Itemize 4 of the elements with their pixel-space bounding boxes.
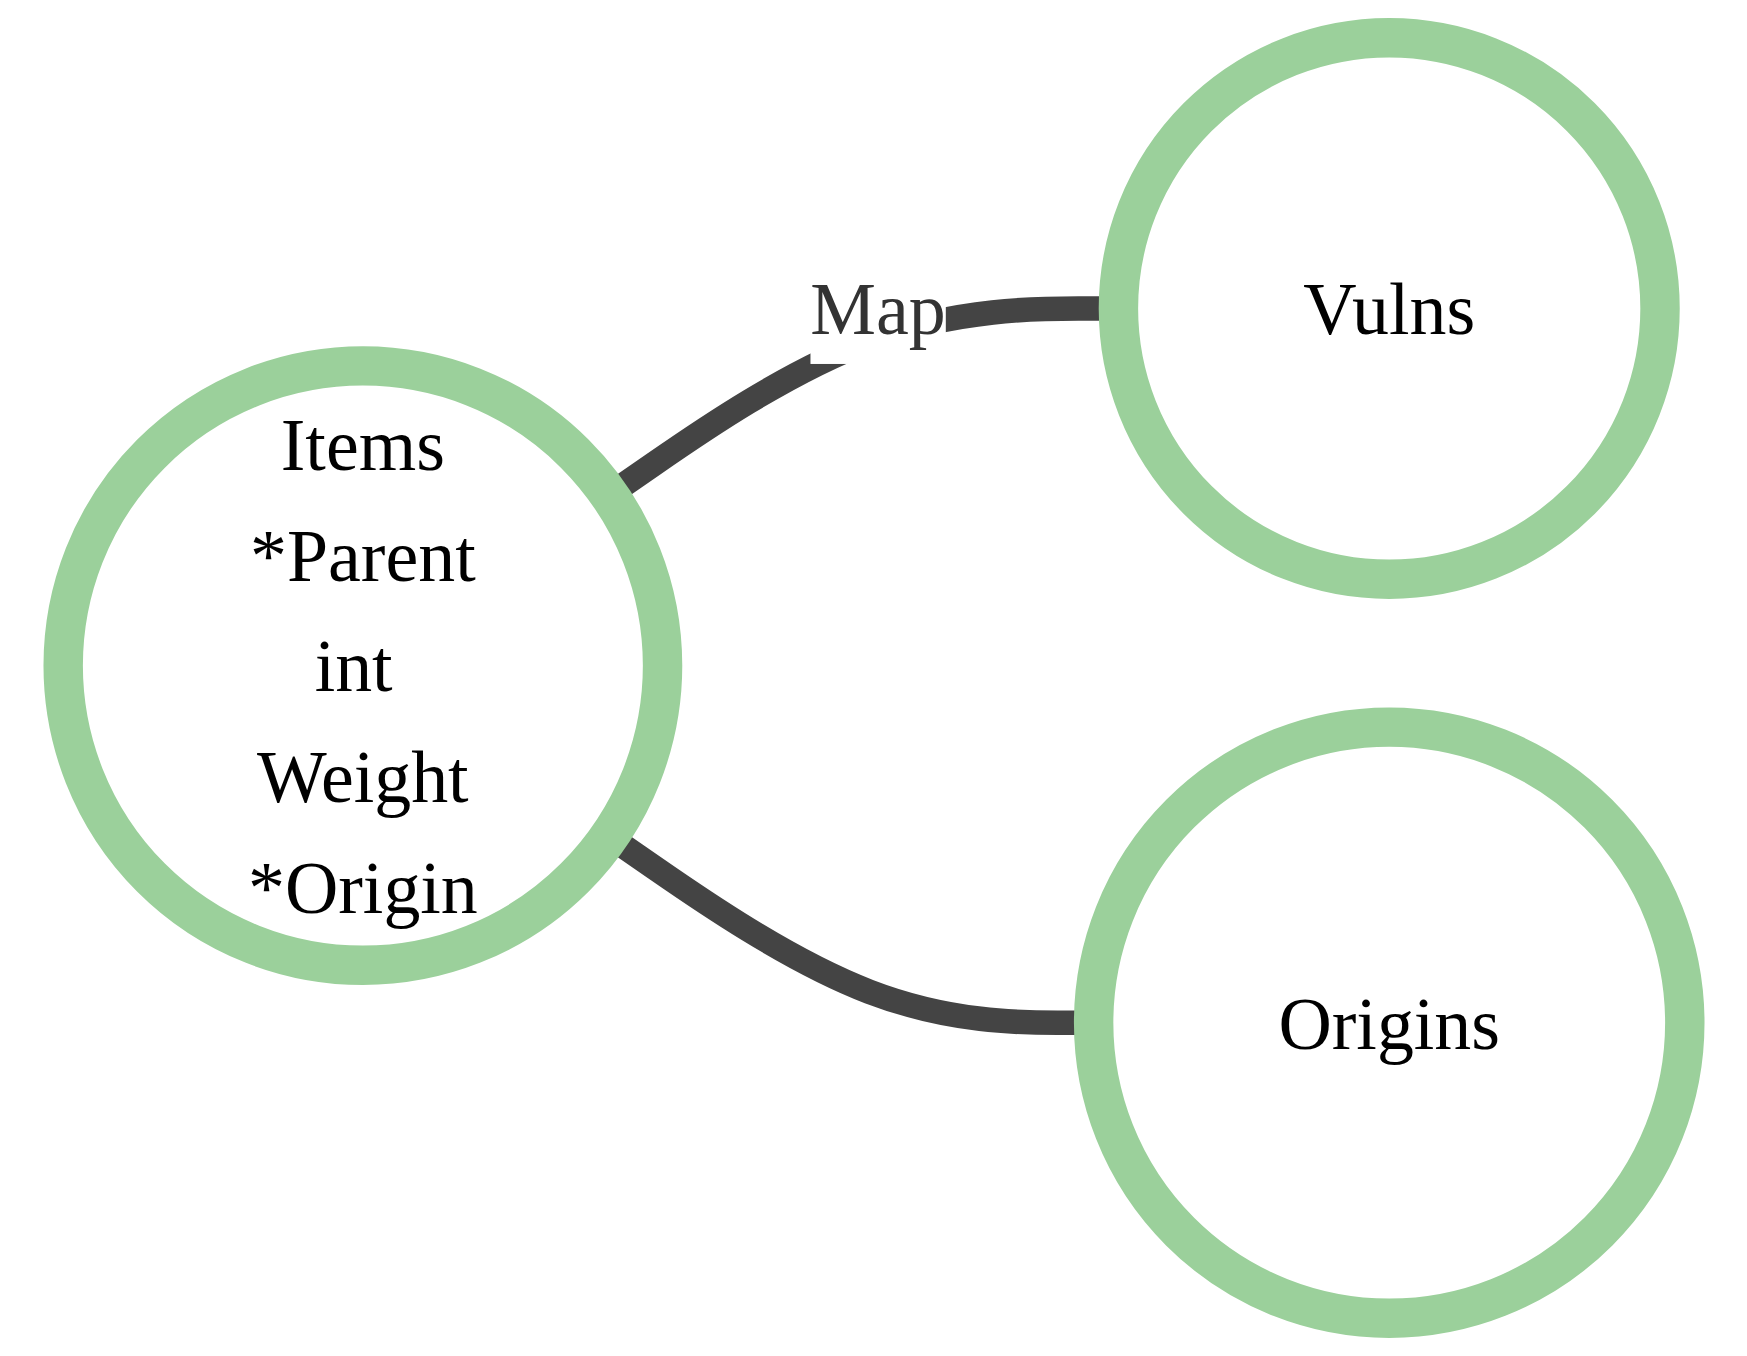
node-circle: Vulns <box>1098 18 1680 600</box>
node-circle: Items *Parent int Weight *Origin <box>42 346 682 985</box>
node-circle: Origins <box>1073 707 1705 1338</box>
edge-label: Map <box>809 267 946 350</box>
